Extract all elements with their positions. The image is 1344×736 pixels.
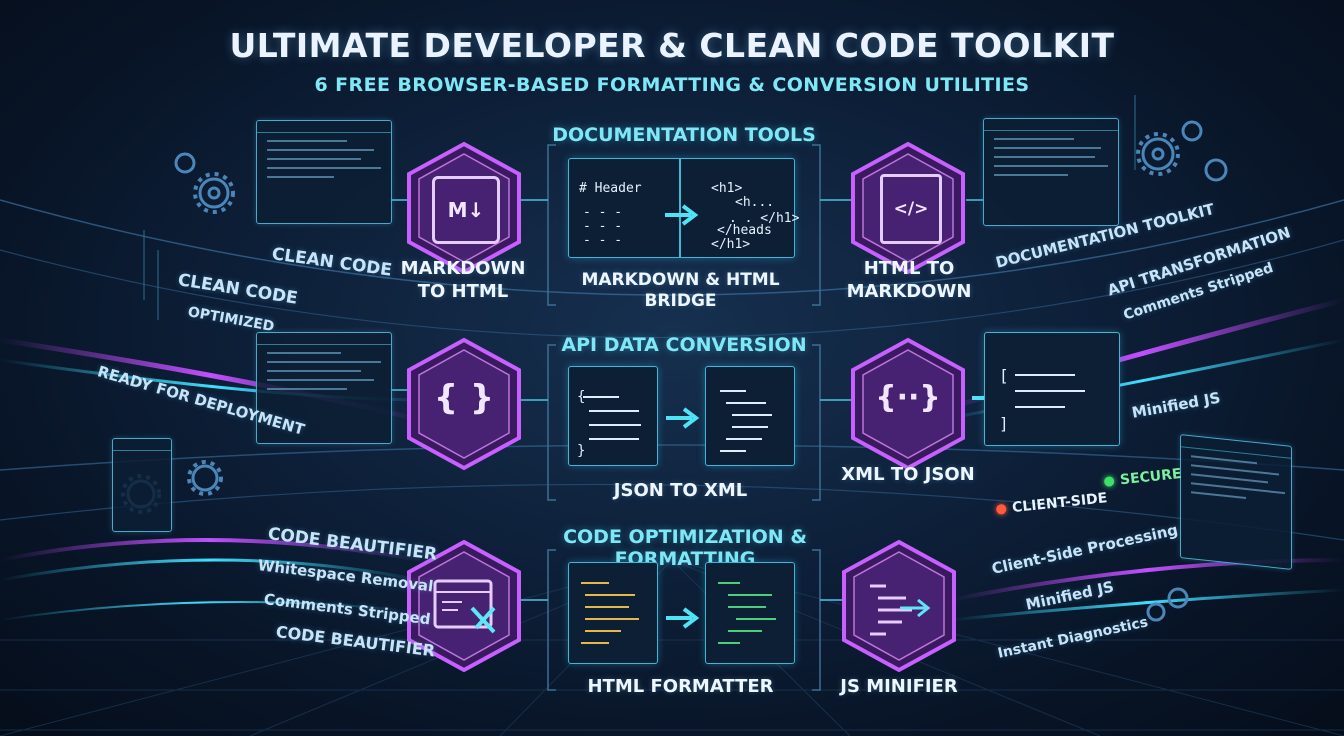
markdown-bridge-panel: # Header - - - - - - - - - <h1> <h... . … (568, 158, 799, 258)
md-header-line: # Header (579, 181, 642, 196)
html-head: </heads (717, 223, 772, 238)
json-code-lines: {} (577, 389, 641, 459)
json-braces-icon: { } (433, 378, 495, 418)
code-window-bottom-right (1180, 434, 1292, 570)
svg-text:}: } (577, 443, 585, 459)
xml-to-json-hex[interactable] (847, 336, 969, 472)
svg-text:]: ] (999, 414, 1009, 433)
formatted-code-lines (718, 582, 776, 644)
page-subtitle: 6 FREE BROWSER-BASED FORMATTING & CONVER… (314, 74, 1030, 96)
svg-text:[: [ (999, 366, 1009, 385)
xml-code-lines (720, 390, 772, 452)
json-to-xml-label: JSON TO XML (613, 480, 748, 501)
red-status-dot (995, 503, 1007, 515)
page-title: ULTIMATE DEVELOPER & CLEAN CODE TOOLKIT (229, 26, 1115, 65)
arrow-right-icon (666, 407, 700, 429)
html-h1-open: <h1> (711, 181, 743, 196)
minify-lines-icon (870, 584, 931, 636)
unformatted-code-lines (581, 582, 639, 644)
arrow-right-icon (665, 204, 699, 226)
html-file-icon: </> (880, 174, 942, 244)
arrow-right-icon (666, 607, 700, 629)
xml-panel (705, 366, 795, 466)
code-beautifier-hex[interactable] (403, 538, 525, 674)
xml-braces-icon: {··} (875, 380, 941, 415)
section-code-optimization: CODE OPTIMIZATION & FORMATTING (563, 526, 807, 570)
html-to-markdown-label: HTML TO MARKDOWN (846, 258, 972, 302)
json-output-lines: [] (999, 366, 1085, 433)
html-formatter-input-panel (568, 562, 658, 664)
markdown-icon: M↓ (432, 176, 500, 244)
md-dash-line: - - - (583, 205, 623, 220)
html-formatter-label: HTML FORMATTER (587, 676, 774, 697)
html-h1-close: </h1> (711, 237, 751, 252)
md-dash-line: - - - (583, 233, 623, 248)
green-status-dot (1103, 476, 1115, 488)
markdown-bridge-label: MARKDOWN & HTML BRIDGE (581, 270, 780, 312)
section-documentation-tools: DOCUMENTATION TOOLS (552, 124, 816, 146)
html-formatter-output-panel (705, 562, 795, 664)
html-inner: <h... (735, 195, 775, 210)
code-window-top-right (983, 118, 1119, 226)
md-dash-line: - - - (583, 219, 623, 234)
json-panel: {} (568, 366, 658, 466)
svg-text:{: { (577, 389, 585, 405)
json-output-panel: [] (984, 332, 1120, 446)
code-window-mid-left-small (112, 438, 172, 532)
code-window-mid-left (256, 332, 392, 444)
section-api-data-conversion: API DATA CONVERSION (561, 334, 807, 356)
html-close: . . </h1> (729, 211, 800, 226)
code-editor-icon (433, 579, 496, 634)
json-hex[interactable] (403, 336, 525, 472)
markdown-to-html-label: MARKDOWN TO HTML (400, 258, 526, 302)
js-minifier-label: JS MINIFIER (840, 676, 958, 697)
xml-to-json-label: XML TO JSON (841, 464, 975, 485)
code-window-top-left (256, 120, 392, 224)
